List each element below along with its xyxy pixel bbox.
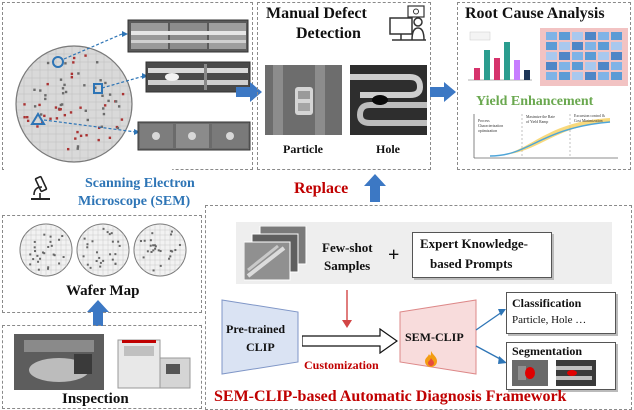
yield-ramp-chart: Process Characterization optimization Ma… (473, 114, 618, 159)
wafer-map-title: Wafer Map (66, 283, 140, 299)
arrow-sem-to-manual-icon (236, 82, 262, 102)
few-shot-line2: Samples (324, 258, 371, 273)
arrow-replace-up-icon (364, 174, 386, 202)
manual-defect-panel (257, 2, 431, 170)
yield-stage-1c: optimization (478, 129, 497, 133)
yield-stage-1: Process (478, 119, 490, 123)
yield-stage-2b: of Yield Ramp (526, 120, 548, 124)
sem-thumbnail-row-1 (127, 19, 249, 53)
yield-enhancement-title: Yield Enhancement (476, 94, 594, 109)
manual-defect-title-line1: Manual Defect (266, 5, 367, 22)
inspection-machine-photo (117, 339, 191, 389)
yield-stage-1b: Characterization (478, 124, 503, 128)
expert-line2: based Prompts (430, 256, 513, 271)
fire-icon (425, 351, 437, 367)
segmentation-title: Segmentation (512, 344, 582, 358)
output-arrows (475, 309, 507, 364)
inspection-title: Inspection (62, 391, 129, 407)
arrow-inspection-to-wafer-icon (87, 300, 109, 326)
pretrained-line1: Pre-trained (226, 322, 286, 336)
particle-sem-image (265, 65, 342, 135)
expert-prompts-card (412, 232, 552, 278)
arrow-red-down-icon (342, 290, 352, 328)
sem-review-figure (4, 4, 251, 170)
inspection-tool-photo (14, 334, 104, 390)
yield-stage-2: Maximize the Rate (526, 115, 555, 119)
classification-text: Particle, Hole … (512, 314, 587, 326)
defect-marker-triangle-icon (30, 112, 46, 125)
expert-line1: Expert Knowledge- (420, 236, 528, 251)
sem-thumbnail-row-2 (145, 61, 251, 93)
arrow-manual-to-root-icon (430, 82, 456, 102)
few-shot-line1: Few-shot (322, 240, 373, 255)
sem-thumbnail-row-3 (137, 121, 251, 151)
manual-defect-title-line2: Detection (296, 25, 361, 42)
particle-label: Particle (283, 142, 323, 156)
root-cause-bar-chart-thumbnail (462, 30, 534, 86)
yield-stage-3b: Cost Minimization (574, 119, 603, 123)
few-shot-sample-stack (244, 226, 307, 281)
sem-caption-line2: Microscope (SEM) (78, 194, 191, 209)
hole-sem-image (350, 65, 427, 135)
replace-label: Replace (294, 180, 349, 197)
microscope-icon (31, 175, 50, 200)
root-cause-heatmap-thumbnail (540, 28, 628, 86)
defect-marker-square-icon (93, 83, 103, 94)
pretrained-line2: CLIP (246, 340, 275, 354)
hole-label: Hole (376, 142, 400, 156)
defect-marker-circle-icon (52, 56, 64, 68)
engineer-at-computer-icon (389, 5, 426, 41)
semclip-label: SEM-CLIP (405, 330, 464, 344)
inspection-panel (2, 325, 202, 409)
customization-arrow-icon (302, 328, 398, 354)
sem-caption-line1: Scanning Electron (85, 176, 195, 191)
pretrained-clip-block (221, 299, 299, 375)
customization-label: Customization (304, 358, 379, 372)
plus-sign: + (388, 244, 400, 266)
root-cause-panel (457, 2, 631, 170)
classification-title: Classification (512, 296, 582, 310)
semclip-block (399, 299, 477, 375)
framework-footer-title: SEM-CLIP-based Automatic Diagnosis Frame… (214, 388, 567, 405)
wafer-map-figure (19, 223, 187, 277)
classification-card (506, 292, 616, 334)
segmentation-thumbnails (512, 360, 596, 386)
yield-stage-3: Excursion control & (574, 114, 605, 118)
root-cause-title: Root Cause Analysis (465, 5, 605, 22)
